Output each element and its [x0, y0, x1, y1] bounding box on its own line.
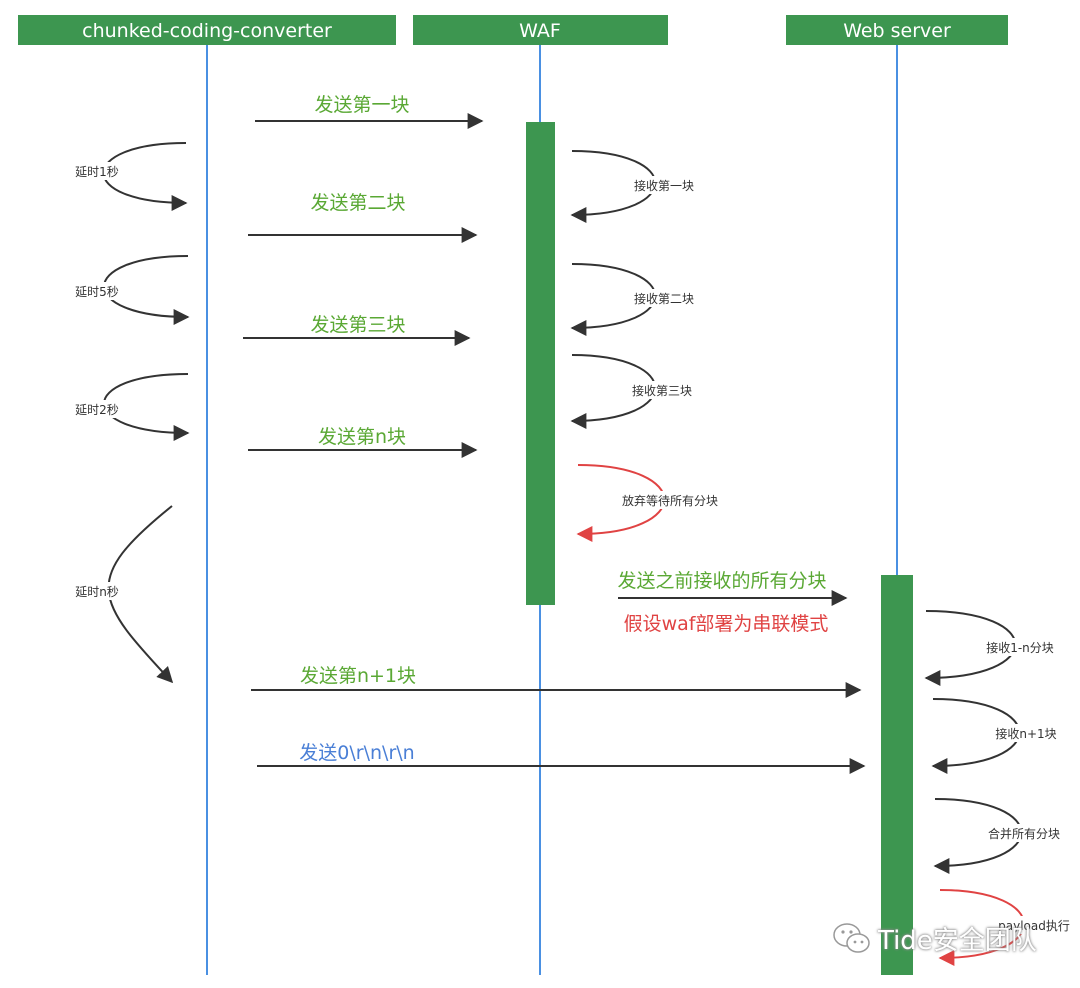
- participant-client: chunked-coding-converter: [18, 15, 396, 45]
- server-note-2: 接收n+1块: [995, 726, 1056, 741]
- waf-note-2: 接收第二块: [634, 291, 694, 306]
- assumption-note: 假设waf部署为串联模式: [624, 613, 829, 635]
- activation-server: [881, 575, 913, 975]
- waf-note-3: 接收第三块: [632, 383, 692, 398]
- message-label-send-end: 发送0\r\n\r\n: [299, 742, 414, 764]
- message-label-send-1: 发送第一块: [314, 94, 409, 116]
- waf-note-abandon: 放弃等待所有分块: [622, 493, 718, 508]
- delay-label-n: 延时n秒: [75, 585, 119, 599]
- participant-server-label: Web server: [843, 20, 951, 42]
- activation-waf: [526, 122, 555, 605]
- wechat-icon: [833, 922, 870, 953]
- participant-waf: WAF: [413, 15, 668, 45]
- participant-server: Web server: [786, 15, 1008, 45]
- delay-label-1: 延时1秒: [75, 165, 119, 179]
- waf-note-1: 接收第一块: [634, 178, 694, 193]
- message-label-send-2: 发送第二块: [310, 192, 405, 214]
- delay-label-3: 延时2秒: [75, 403, 119, 417]
- message-label-send-n1: 发送第n+1块: [300, 665, 416, 687]
- watermark-text: Tide安全团队: [878, 926, 1037, 956]
- watermark: Tide安全团队: [832, 920, 1037, 957]
- participant-waf-label: WAF: [519, 20, 561, 42]
- delay-label-2: 延时5秒: [75, 285, 119, 299]
- server-note-3: 合并所有分块: [988, 826, 1060, 841]
- message-label-forward-all: 发送之前接收的所有分块: [617, 570, 826, 592]
- participant-client-label: chunked-coding-converter: [82, 20, 332, 42]
- message-label-send-3: 发送第三块: [310, 314, 405, 336]
- server-note-payload: payload执行: [998, 919, 1070, 933]
- message-label-send-n: 发送第n块: [318, 426, 406, 448]
- server-note-1: 接收1-n分块: [986, 640, 1054, 655]
